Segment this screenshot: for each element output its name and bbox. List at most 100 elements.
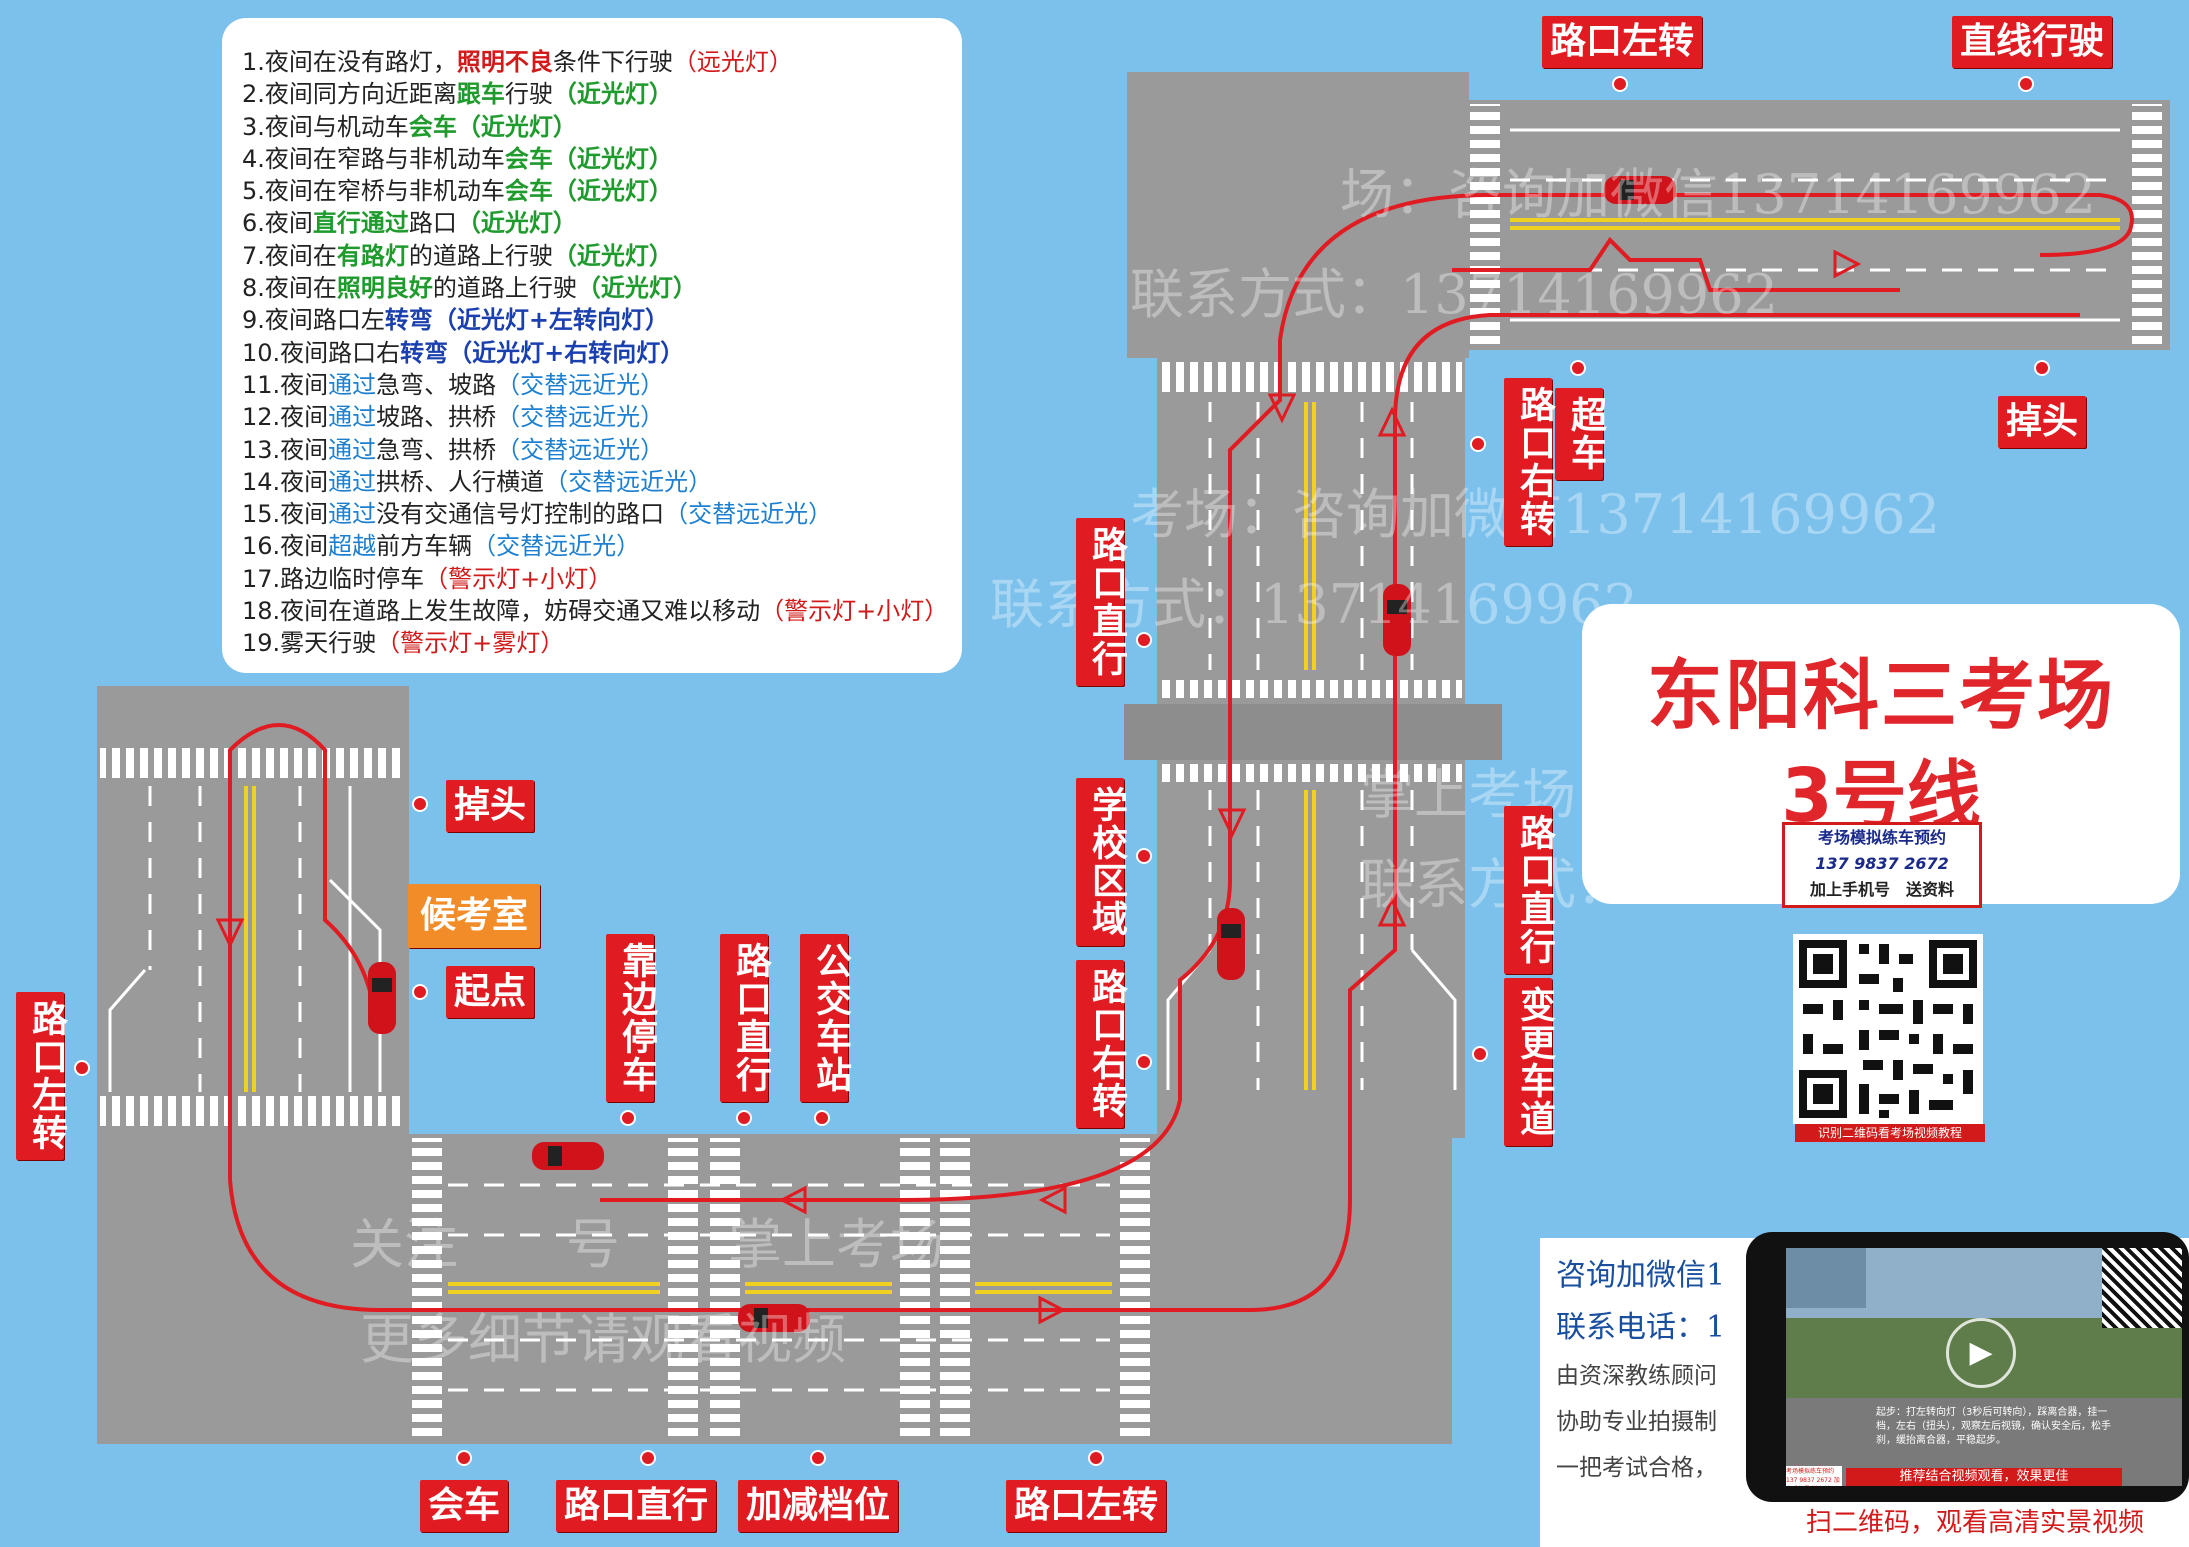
rule-item: 3.夜间与机动车会车（近光灯） bbox=[242, 111, 962, 143]
rule-text: 坡路、拱桥 bbox=[376, 403, 497, 432]
route-marker bbox=[456, 1450, 472, 1466]
rule-text: （近光灯+左转向灯） bbox=[432, 306, 670, 335]
label-left-turn-far: 路口左转 bbox=[16, 992, 67, 1160]
label-uturn-left: 掉头 bbox=[446, 780, 535, 832]
label-top-straight: 直线行驶 bbox=[1952, 16, 2113, 68]
route-marker bbox=[810, 1450, 826, 1466]
rules-panel: 1.夜间在没有路灯，照明不良条件下行驶（远光灯）2.夜间同方向近距离跟车行驶（近… bbox=[222, 18, 962, 673]
label-uturn-top: 掉头 bbox=[1998, 396, 2087, 448]
route-marker bbox=[1612, 76, 1628, 92]
promo-text: 由资深教练顾问 bbox=[1556, 1363, 1717, 1389]
rule-item: 2.夜间同方向近距离跟车行驶（近光灯） bbox=[242, 78, 962, 110]
promo-text: 协助专业拍摄制 bbox=[1556, 1409, 1717, 1435]
route-marker bbox=[1570, 360, 1586, 376]
promo-footer: 扫二维码，观看高清实景视频 bbox=[1806, 1508, 2145, 1538]
route-marker bbox=[814, 1110, 830, 1126]
rule-text: （近光灯） bbox=[552, 80, 673, 109]
rule-item: 19.雾天行驶（警示灯+雾灯） bbox=[242, 627, 962, 659]
route-marker bbox=[412, 796, 428, 812]
rule-text: 的道路上行驶 bbox=[432, 274, 577, 303]
rule-text: （近光灯） bbox=[456, 209, 577, 238]
qr-caption: 识别二维码看考场视频教程 bbox=[1795, 1124, 1985, 1142]
route-marker bbox=[1136, 1054, 1152, 1070]
rule-text: 3.夜间与机动车 bbox=[242, 112, 409, 141]
route-marker bbox=[1470, 436, 1486, 452]
page-title: 东阳科三考场 bbox=[1647, 651, 2115, 740]
booking-line3: 加上手机号 送资料 bbox=[1809, 880, 1954, 899]
rule-text: 会车 bbox=[504, 144, 553, 173]
play-icon[interactable]: ▶ bbox=[1946, 1318, 2016, 1388]
rule-text: 通过 bbox=[328, 500, 377, 529]
rule-text: 13.夜间 bbox=[242, 435, 329, 464]
route-marker bbox=[736, 1110, 752, 1126]
label-gear: 加减档位 bbox=[738, 1480, 899, 1532]
rule-text: （交替远近光） bbox=[496, 370, 665, 399]
video-screen[interactable]: ▶ 起步：打左转向灯（3秒后可转向），踩离合器，挂一档，左右（扭头），观察左后视… bbox=[1786, 1248, 2182, 1486]
label-top-left-turn: 路口左转 bbox=[1542, 16, 1703, 68]
rule-item: 15.夜间通过没有交通信号灯控制的路口（交替远近光） bbox=[242, 498, 962, 530]
rule-text: 16.夜间 bbox=[242, 532, 329, 561]
promo-phone: 联系电话：1 bbox=[1556, 1310, 1726, 1345]
rule-text: 条件下行驶 bbox=[552, 48, 673, 76]
route-marker bbox=[1136, 848, 1152, 864]
rule-text: （交替远近光） bbox=[496, 435, 665, 464]
booking-phone: 137 9837 2672 bbox=[1815, 854, 1949, 873]
rule-item: 5.夜间在窄桥与非机动车会车（近光灯） bbox=[242, 175, 962, 207]
rule-text: 19.雾天行驶 bbox=[242, 629, 377, 658]
route-marker bbox=[2018, 76, 2034, 92]
label-bus-stop: 公交车站 bbox=[800, 934, 851, 1102]
rule-text: （警示灯+小灯） bbox=[424, 564, 613, 593]
label-overtake: 超车 bbox=[1555, 388, 1606, 480]
rule-text: 通过 bbox=[328, 435, 377, 464]
rule-item: 13.夜间通过急弯、拱桥（交替远近光） bbox=[242, 434, 962, 466]
rule-text: （警示灯+雾灯） bbox=[376, 629, 565, 658]
rule-text: 行驶 bbox=[504, 80, 553, 109]
rule-item: 17.路边临时停车（警示灯+小灯） bbox=[242, 563, 962, 595]
rule-text: 10.夜间路口右 bbox=[242, 338, 401, 367]
rule-text: 1.夜间在没有路灯， bbox=[242, 48, 457, 76]
rule-text: 7.夜间在 bbox=[242, 241, 337, 270]
car-icons bbox=[368, 176, 1676, 1332]
label-straight-bottom: 路口直行 bbox=[556, 1480, 717, 1532]
rule-item: 6.夜间直行通过路口（近光灯） bbox=[242, 207, 962, 239]
rule-text: 会车 bbox=[408, 112, 457, 141]
label-straight-bottom-v: 路口直行 bbox=[720, 934, 771, 1102]
rule-text: 急弯、拱桥 bbox=[376, 435, 497, 464]
video-booking: 考场模拟练车预约 137 9837 2672 加上手机号 送资料 bbox=[1786, 1466, 1842, 1486]
rule-item: 1.夜间在没有路灯，照明不良条件下行驶（远光灯） bbox=[242, 46, 962, 78]
rule-item: 16.夜间超越前方车辆（交替远近光） bbox=[242, 530, 962, 562]
label-start: 起点 bbox=[446, 966, 535, 1018]
rule-item: 12.夜间通过坡路、拱桥（交替远近光） bbox=[242, 401, 962, 433]
route-marker bbox=[1472, 1046, 1488, 1062]
rule-text: （近光灯） bbox=[576, 274, 697, 303]
rule-item: 14.夜间通过拱桥、人行横道（交替远近光） bbox=[242, 466, 962, 498]
rule-text: 照明良好 bbox=[336, 274, 433, 303]
qr-code-icon[interactable] bbox=[1793, 934, 1983, 1124]
rule-text: （交替远近光） bbox=[472, 532, 641, 561]
rule-text: 的道路上行驶 bbox=[408, 241, 553, 270]
label-pull-over: 靠边停车 bbox=[606, 934, 657, 1102]
rule-text: （近光灯） bbox=[552, 241, 673, 270]
rule-text: 前方车辆 bbox=[376, 532, 473, 561]
video-qr-icon bbox=[2102, 1248, 2182, 1328]
rule-text: 通过 bbox=[328, 370, 377, 399]
rule-item: 18.夜间在道路上发生故障，妨碍交通又难以移动（警示灯+小灯） bbox=[242, 595, 962, 627]
rule-text: 17.路边临时停车 bbox=[242, 564, 425, 593]
rule-text: （近光灯+右转向灯） bbox=[448, 338, 685, 367]
phone-video-preview[interactable]: ▶ 起步：打左转向灯（3秒后可转向），踩离合器，挂一档，左右（扭头），观察左后视… bbox=[1746, 1232, 2189, 1502]
watermark: 联系方式：13714169962 bbox=[1130, 263, 1778, 326]
rule-text: 15.夜间 bbox=[242, 500, 329, 529]
label-school-zone: 学校区域 bbox=[1076, 778, 1127, 946]
video-banner: 推荐结合视频观看，效果更佳 bbox=[1846, 1468, 2122, 1486]
road-vertical-notch bbox=[1124, 704, 1502, 760]
rule-text: （远光灯） bbox=[672, 48, 793, 76]
rule-text: 8.夜间在 bbox=[242, 274, 337, 303]
video-caption: 起步：打左转向灯（3秒后可转向），踩离合器，挂一档，左右（扭头），观察左后视镜，… bbox=[1876, 1407, 2111, 1446]
road-top-intersection bbox=[1127, 72, 1469, 358]
rule-text: 通过 bbox=[328, 403, 377, 432]
label-straight-mid: 路口直行 bbox=[1076, 518, 1127, 686]
rule-text: 超越 bbox=[328, 532, 377, 561]
rule-text: 12.夜间 bbox=[242, 403, 329, 432]
label-left-turn-bottom: 路口左转 bbox=[1006, 1480, 1167, 1532]
